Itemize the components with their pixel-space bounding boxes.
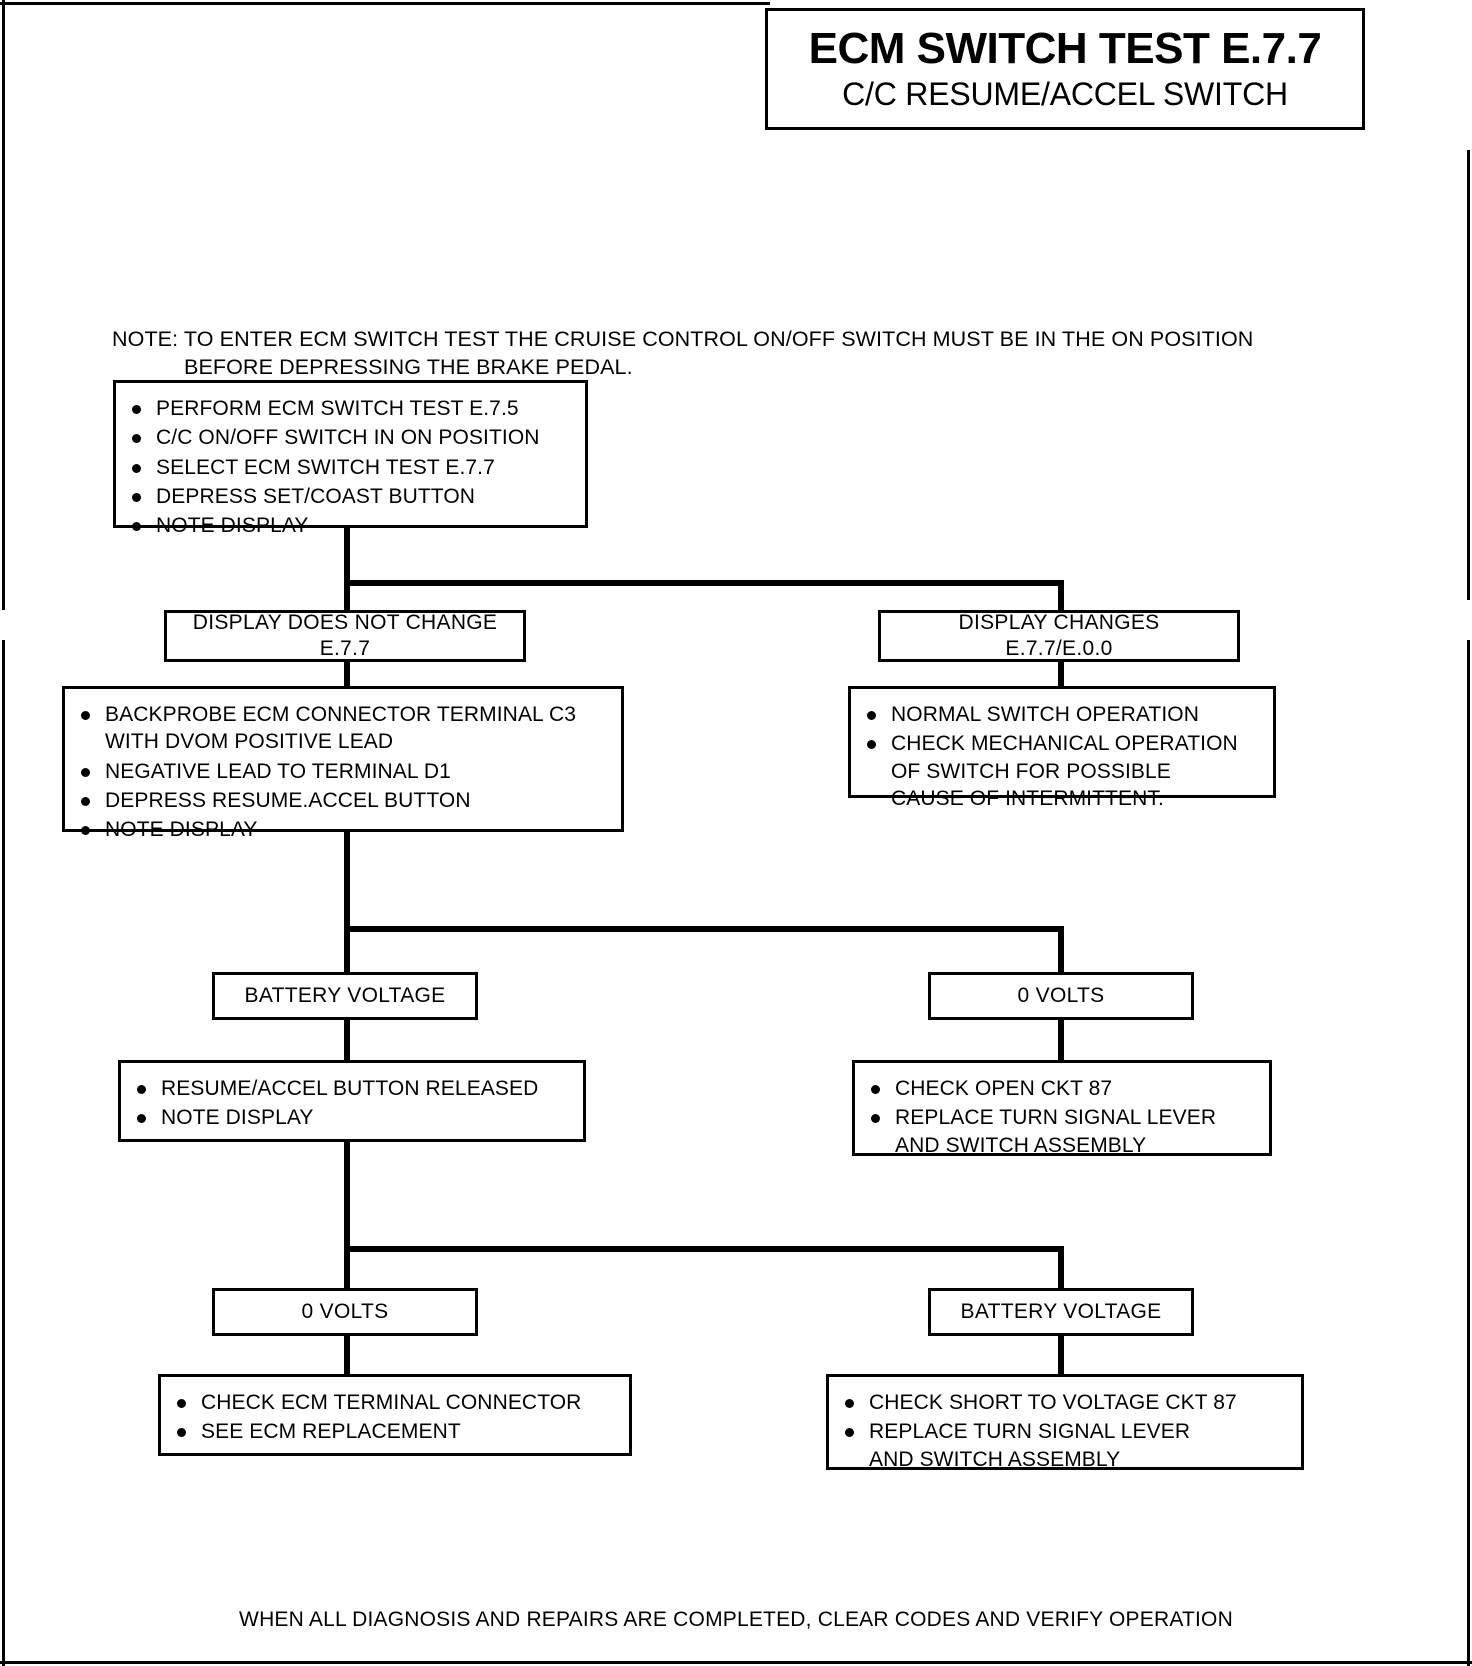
connector-vertical [344,830,350,930]
connector-vertical [344,1018,350,1064]
footer-text: WHEN ALL DIAGNOSIS AND REPAIRS ARE COMPL… [239,1608,1233,1631]
list-item: NOTE DISPLAY [135,1104,583,1131]
connector-vertical [344,1246,350,1290]
decision-battery-voltage-2: BATTERY VOLTAGE [928,1288,1194,1336]
connector-vertical [344,926,350,974]
decision-display-changes: DISPLAY CHANGES E.7.7/E.0.0 [878,610,1240,662]
page-title: ECM SWITCH TEST E.7.7 [808,23,1322,73]
step-check-ecm-terminal-list: CHECK ECM TERMINAL CONNECTOR SEE ECM REP… [175,1389,629,1446]
list-item: BACKPROBE ECM CONNECTOR TERMINAL C3 WITH… [79,701,621,756]
connector-vertical [344,1140,350,1252]
title-block: ECM SWITCH TEST E.7.7 C/C RESUME/ACCEL S… [765,8,1365,130]
decision-label-line-1: 0 VOLTS [1017,984,1105,1008]
step-box-check-ecm-terminal: CHECK ECM TERMINAL CONNECTOR SEE ECM REP… [158,1374,632,1456]
decision-display-does-not-change: DISPLAY DOES NOT CHANGE E.7.7 [164,610,526,662]
connector-vertical [344,660,350,688]
note-line-2: BEFORE DEPRESSING THE BRAKE PEDAL. [184,355,633,380]
step-button-released-list: RESUME/ACCEL BUTTON RELEASED NOTE DISPLA… [135,1075,583,1132]
page-border-bottom [0,1661,1472,1664]
page-border-left [2,0,5,610]
connector-vertical [1058,660,1064,688]
connector-vertical [344,528,350,584]
list-item: SEE ECM REPLACEMENT [175,1418,629,1445]
decision-label-line-2: E.7.7/E.0.0 [1005,637,1113,660]
decision-battery-voltage-1: BATTERY VOLTAGE [212,972,478,1020]
page-border-top [0,2,770,5]
page-subtitle: C/C RESUME/ACCEL SWITCH [842,75,1288,112]
connector-vertical [344,580,350,612]
decision-zero-volts-2: 0 VOLTS [212,1288,478,1336]
list-item: CHECK ECM TERMINAL CONNECTOR [175,1389,629,1416]
decision-label-line-1: DISPLAY CHANGES [958,611,1160,635]
step-box-normal-operation: NORMAL SWITCH OPERATION CHECK MECHANICAL… [848,686,1276,810]
list-item: REPLACE TURN SIGNAL LEVER AND SWITCH ASS… [869,1104,1269,1159]
list-item: CHECK OPEN CKT 87 [869,1075,1269,1102]
connector-vertical [1058,580,1064,612]
connector-horizontal [344,1246,1064,1252]
list-item: NOTE DISPLAY [130,512,585,539]
list-item: CHECK SHORT TO VOLTAGE CKT 87 [843,1389,1301,1416]
list-item: CHECK MECHANICAL OPERATION OF SWITCH FOR… [865,730,1273,812]
step-check-short-list: CHECK SHORT TO VOLTAGE CKT 87 REPLACE TU… [843,1389,1301,1473]
connector-vertical [344,1334,350,1378]
list-item: PERFORM ECM SWITCH TEST E.7.5 [130,395,585,422]
list-item: DEPRESS RESUME.ACCEL BUTTON [79,787,621,814]
page-border-right-lower [1467,640,1470,1666]
connector-horizontal [344,580,1064,586]
step-box-check-open-ckt: CHECK OPEN CKT 87 REPLACE TURN SIGNAL LE… [852,1060,1272,1159]
decision-label-line-1: DISPLAY DOES NOT CHANGE [192,611,498,635]
list-item: DEPRESS SET/COAST BUTTON [130,483,585,510]
list-item: NEGATIVE LEAD TO TERMINAL D1 [79,758,621,785]
connector-vertical [1058,1018,1064,1064]
step-check-open-ckt-list: CHECK OPEN CKT 87 REPLACE TURN SIGNAL LE… [869,1075,1269,1159]
list-item: SELECT ECM SWITCH TEST E.7.7 [130,454,585,481]
list-item: REPLACE TURN SIGNAL LEVER AND SWITCH ASS… [843,1418,1301,1473]
decision-zero-volts-1: 0 VOLTS [928,972,1194,1020]
decision-label-line-2: E.7.7 [319,637,371,660]
list-item: C/C ON/OFF SWITCH IN ON POSITION [130,424,585,451]
decision-label-line-1: BATTERY VOLTAGE [960,1300,1162,1324]
decision-label-line-1: BATTERY VOLTAGE [244,984,446,1008]
connector-vertical [1058,1334,1064,1378]
step-initial-list: PERFORM ECM SWITCH TEST E.7.5 C/C ON/OFF… [130,395,585,539]
step-box-check-short-to-voltage: CHECK SHORT TO VOLTAGE CKT 87 REPLACE TU… [826,1374,1304,1473]
page-border-right [1467,150,1470,600]
step-backprobe-list: BACKPROBE ECM CONNECTOR TERMINAL C3 WITH… [79,701,621,843]
connector-vertical [1058,926,1064,974]
connector-vertical [1058,1246,1064,1290]
list-item: NOTE DISPLAY [79,816,621,843]
note-line-1: NOTE: TO ENTER ECM SWITCH TEST THE CRUIS… [112,327,1254,351]
step-box-backprobe: BACKPROBE ECM CONNECTOR TERMINAL C3 WITH… [62,686,624,841]
connector-horizontal [344,926,1064,932]
note-text: NOTE: TO ENTER ECM SWITCH TEST THE CRUIS… [112,325,1352,382]
list-item: NORMAL SWITCH OPERATION [865,701,1273,728]
list-item: RESUME/ACCEL BUTTON RELEASED [135,1075,583,1102]
step-normal-operation-list: NORMAL SWITCH OPERATION CHECK MECHANICAL… [865,701,1273,812]
decision-label-line-1: 0 VOLTS [301,1300,389,1324]
step-box-initial: PERFORM ECM SWITCH TEST E.7.5 C/C ON/OFF… [113,380,588,537]
step-box-button-released: RESUME/ACCEL BUTTON RELEASED NOTE DISPLA… [118,1060,586,1142]
page-border-left-lower [2,640,5,1666]
